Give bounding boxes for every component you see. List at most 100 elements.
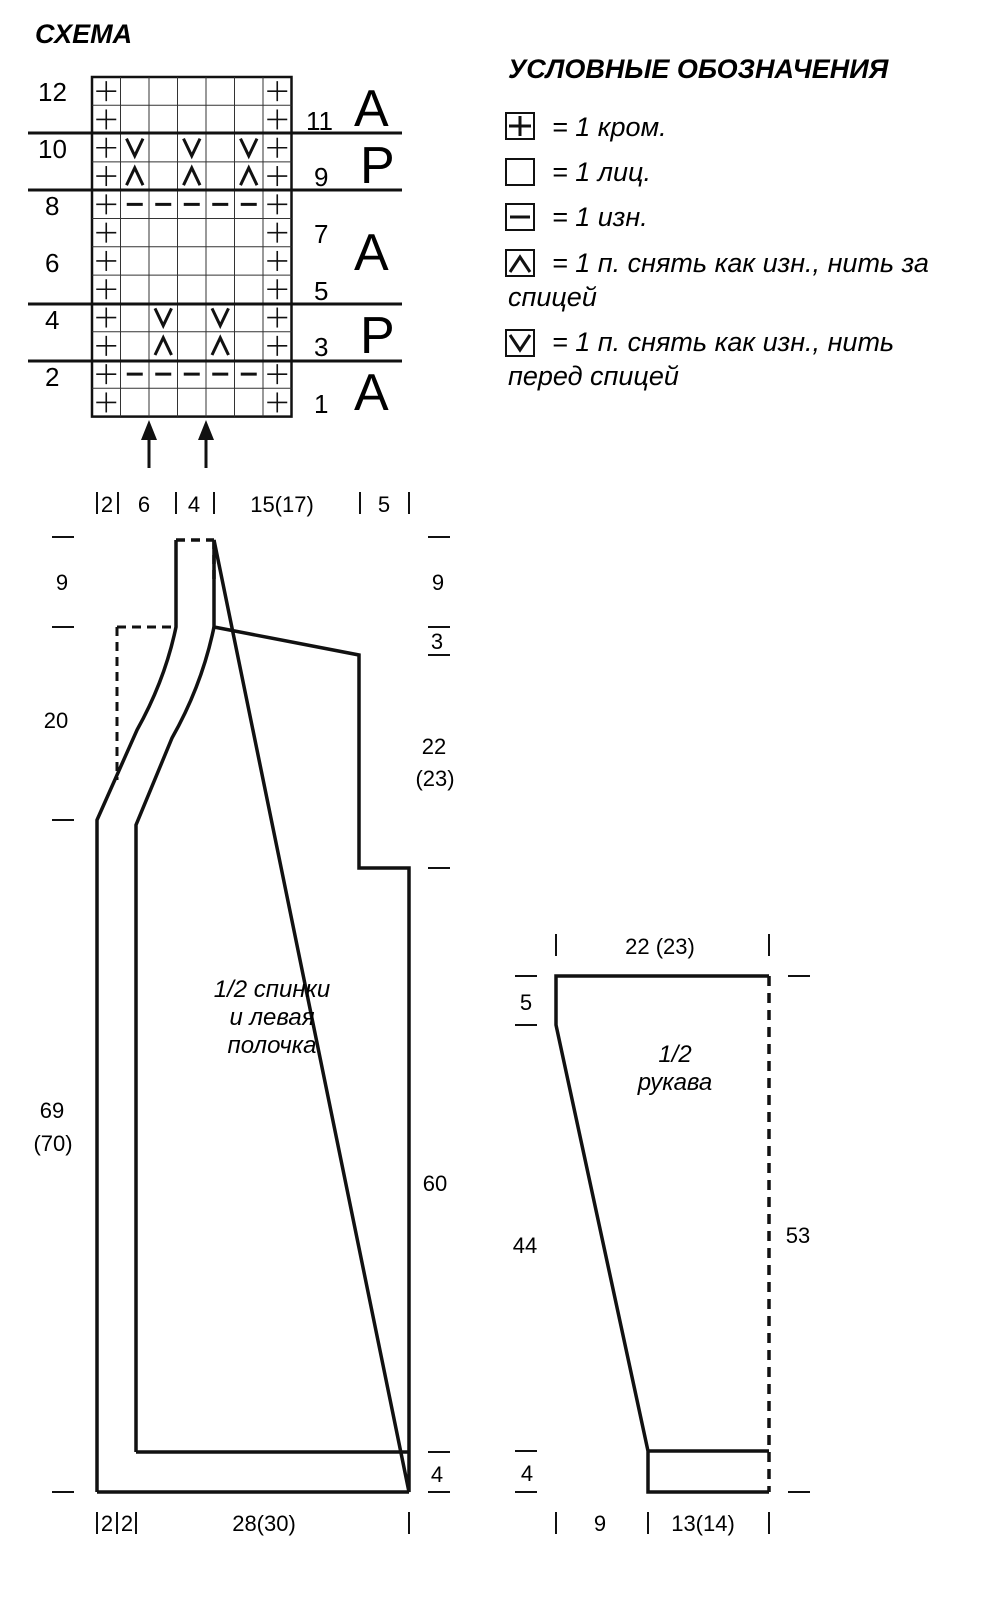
- sleeve-bottom-ticks: [555, 1512, 770, 1534]
- caret-up-icon: [239, 164, 259, 186]
- legend-text: = 1 п. снять как изн., нить за: [552, 248, 929, 278]
- back-neck-dashed: [115, 625, 176, 780]
- dim-label: 6: [138, 492, 150, 517]
- plus-box-icon: [505, 112, 535, 140]
- plus-icon: [96, 250, 117, 271]
- dim-label: 2: [101, 1511, 113, 1536]
- plus-icon: [96, 307, 117, 328]
- body-label: и левая: [229, 1004, 314, 1031]
- plus-icon: [267, 222, 288, 243]
- plus-icon: [96, 364, 117, 385]
- band-letter: A: [354, 80, 389, 138]
- caret-down-box-icon: [505, 329, 535, 357]
- dim-label: 22 (23): [625, 934, 695, 959]
- row-number: 4: [45, 305, 59, 335]
- dim-label: 5: [378, 492, 390, 517]
- plus-icon: [96, 166, 117, 187]
- plus-icon: [96, 279, 117, 300]
- sleeve-left-ticks: [515, 975, 537, 1493]
- caret-up-box-icon: [505, 249, 535, 277]
- dim-label: 53: [786, 1223, 810, 1248]
- legend-text: = 1 изн.: [552, 202, 648, 232]
- band-letter: P: [360, 307, 395, 365]
- band-letter: A: [354, 364, 389, 422]
- body-label: полочка: [228, 1032, 317, 1059]
- legend-text: = 1 п. снять как изн., нить: [552, 327, 894, 357]
- chart-title: СХЕМА: [35, 19, 132, 49]
- row-number: 1: [314, 389, 328, 419]
- plus-icon: [267, 194, 288, 215]
- chart-row-numbers-left: 12 10 8 6 4 2: [38, 77, 67, 392]
- dim-label: 3: [431, 629, 443, 654]
- band-letter: A: [354, 224, 389, 282]
- row-number: 12: [38, 77, 67, 107]
- body-pattern: 1/2 спинки и левая полочка 2 6 4 15(17) …: [33, 492, 455, 1536]
- plus-icon: [267, 364, 288, 385]
- front-band-inner: [134, 626, 216, 1452]
- dim-label: 69: [40, 1098, 64, 1123]
- row-number: 11: [306, 106, 333, 136]
- dim-label: 13(14): [671, 1511, 735, 1536]
- row-number: 2: [45, 362, 59, 392]
- legend-text: перед спицей: [508, 361, 679, 391]
- plus-icon: [96, 137, 117, 158]
- legend-item: = 1 п. снять как изн., нить перед спицей: [505, 327, 894, 391]
- legend-text: спицей: [508, 282, 597, 312]
- caret-down-icon: [153, 307, 173, 330]
- caret-down-icon: [182, 137, 202, 160]
- sleeve-outline: [554, 974, 769, 1494]
- sleeve-top-ticks: [555, 934, 770, 956]
- caret-down-icon: [125, 137, 145, 160]
- plus-icon: [267, 392, 288, 413]
- legend-text: = 1 кром.: [552, 112, 667, 142]
- dim-label: 20: [44, 708, 68, 733]
- dim-label: 44: [513, 1233, 537, 1258]
- plus-icon: [96, 222, 117, 243]
- legend-item: = 1 лиц.: [505, 157, 651, 187]
- body-bottom-ticks: [96, 1512, 410, 1534]
- row-number: 8: [45, 191, 59, 221]
- caret-up-icon: [210, 334, 230, 356]
- dim-label: 2: [101, 492, 113, 517]
- caret-up-icon: [153, 334, 173, 356]
- sleeve-label: 1/2: [658, 1041, 691, 1068]
- plus-icon: [267, 81, 288, 102]
- chart-band-letters: A P A P A: [354, 80, 395, 422]
- dim-label: 4: [521, 1461, 533, 1486]
- row-number: 9: [314, 162, 328, 192]
- dim-label: 9: [56, 570, 68, 595]
- minus-box-icon: [505, 203, 535, 231]
- plus-icon: [267, 166, 288, 187]
- dim-label: 9: [594, 1511, 606, 1536]
- dim-label: 22: [422, 734, 446, 759]
- row-number: 5: [314, 276, 328, 306]
- dim-label: 2: [121, 1511, 133, 1536]
- plus-icon: [96, 194, 117, 215]
- repeat-arrows: [141, 420, 214, 468]
- legend: = 1 кром. = 1 лиц. = 1 изн. = 1 п. снять…: [505, 112, 929, 391]
- legend-item: = 1 п. снять как изн., нить за спицей: [505, 248, 929, 312]
- row-number: 10: [38, 134, 67, 164]
- dim-label: 60: [423, 1171, 447, 1196]
- body-top-dims: [96, 492, 410, 514]
- dim-label: 5: [520, 990, 532, 1015]
- sleeve-label: рукава: [637, 1069, 713, 1096]
- caret-up-icon: [182, 164, 202, 186]
- stitch-chart-grid: [90, 75, 293, 418]
- dim-label: 4: [431, 1462, 443, 1487]
- dim-label: 15(17): [250, 492, 314, 517]
- body-left-ticks: [52, 536, 74, 1493]
- body-right-ticks: [428, 536, 450, 1493]
- row-number: 3: [314, 332, 328, 362]
- plus-icon: [96, 81, 117, 102]
- caret-up-icon: [125, 164, 145, 186]
- legend-title: УСЛОВНЫЕ ОБОЗНАЧЕНИЯ: [508, 54, 890, 84]
- sleeve-right-ticks: [788, 975, 810, 1493]
- band-letter: P: [360, 137, 395, 195]
- row-number: 7: [314, 219, 328, 249]
- plus-icon: [267, 137, 288, 158]
- plus-icon: [267, 279, 288, 300]
- row-number: 6: [45, 248, 59, 278]
- dim-label: 9: [432, 570, 444, 595]
